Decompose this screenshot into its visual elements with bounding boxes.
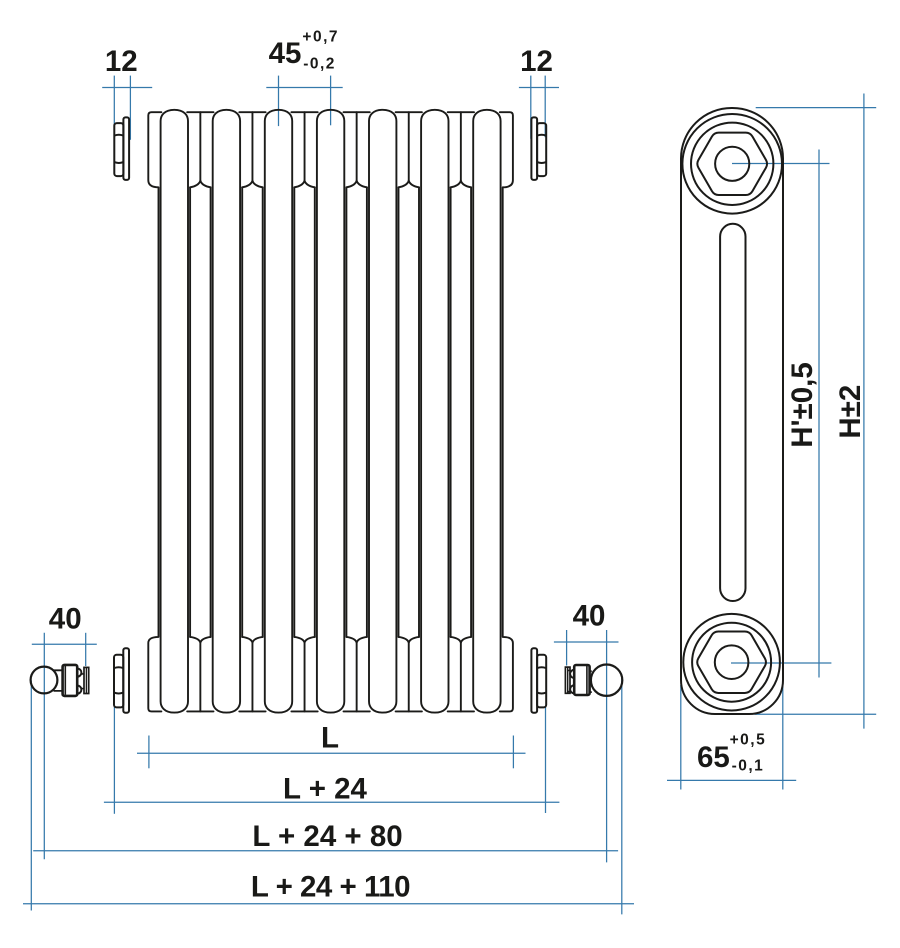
- svg-text:L: L: [321, 722, 339, 755]
- svg-text:40: 40: [49, 602, 82, 635]
- svg-text:L + 24 + 80: L + 24 + 80: [252, 820, 402, 853]
- svg-text:12: 12: [105, 45, 138, 78]
- svg-text:H±2: H±2: [834, 385, 867, 439]
- svg-text:-0,2: -0,2: [303, 56, 336, 73]
- svg-text:40: 40: [573, 600, 606, 633]
- svg-text:H'±0,5: H'±0,5: [786, 362, 819, 448]
- svg-text:L + 24: L + 24: [283, 773, 368, 806]
- svg-text:65: 65: [697, 741, 730, 774]
- svg-text:+0,5: +0,5: [730, 732, 767, 749]
- svg-text:+0,7: +0,7: [302, 29, 339, 46]
- svg-text:L + 24 + 110: L + 24 + 110: [251, 871, 410, 904]
- svg-text:12: 12: [520, 45, 553, 78]
- svg-text:-0,1: -0,1: [732, 757, 765, 774]
- svg-text:45: 45: [269, 37, 302, 70]
